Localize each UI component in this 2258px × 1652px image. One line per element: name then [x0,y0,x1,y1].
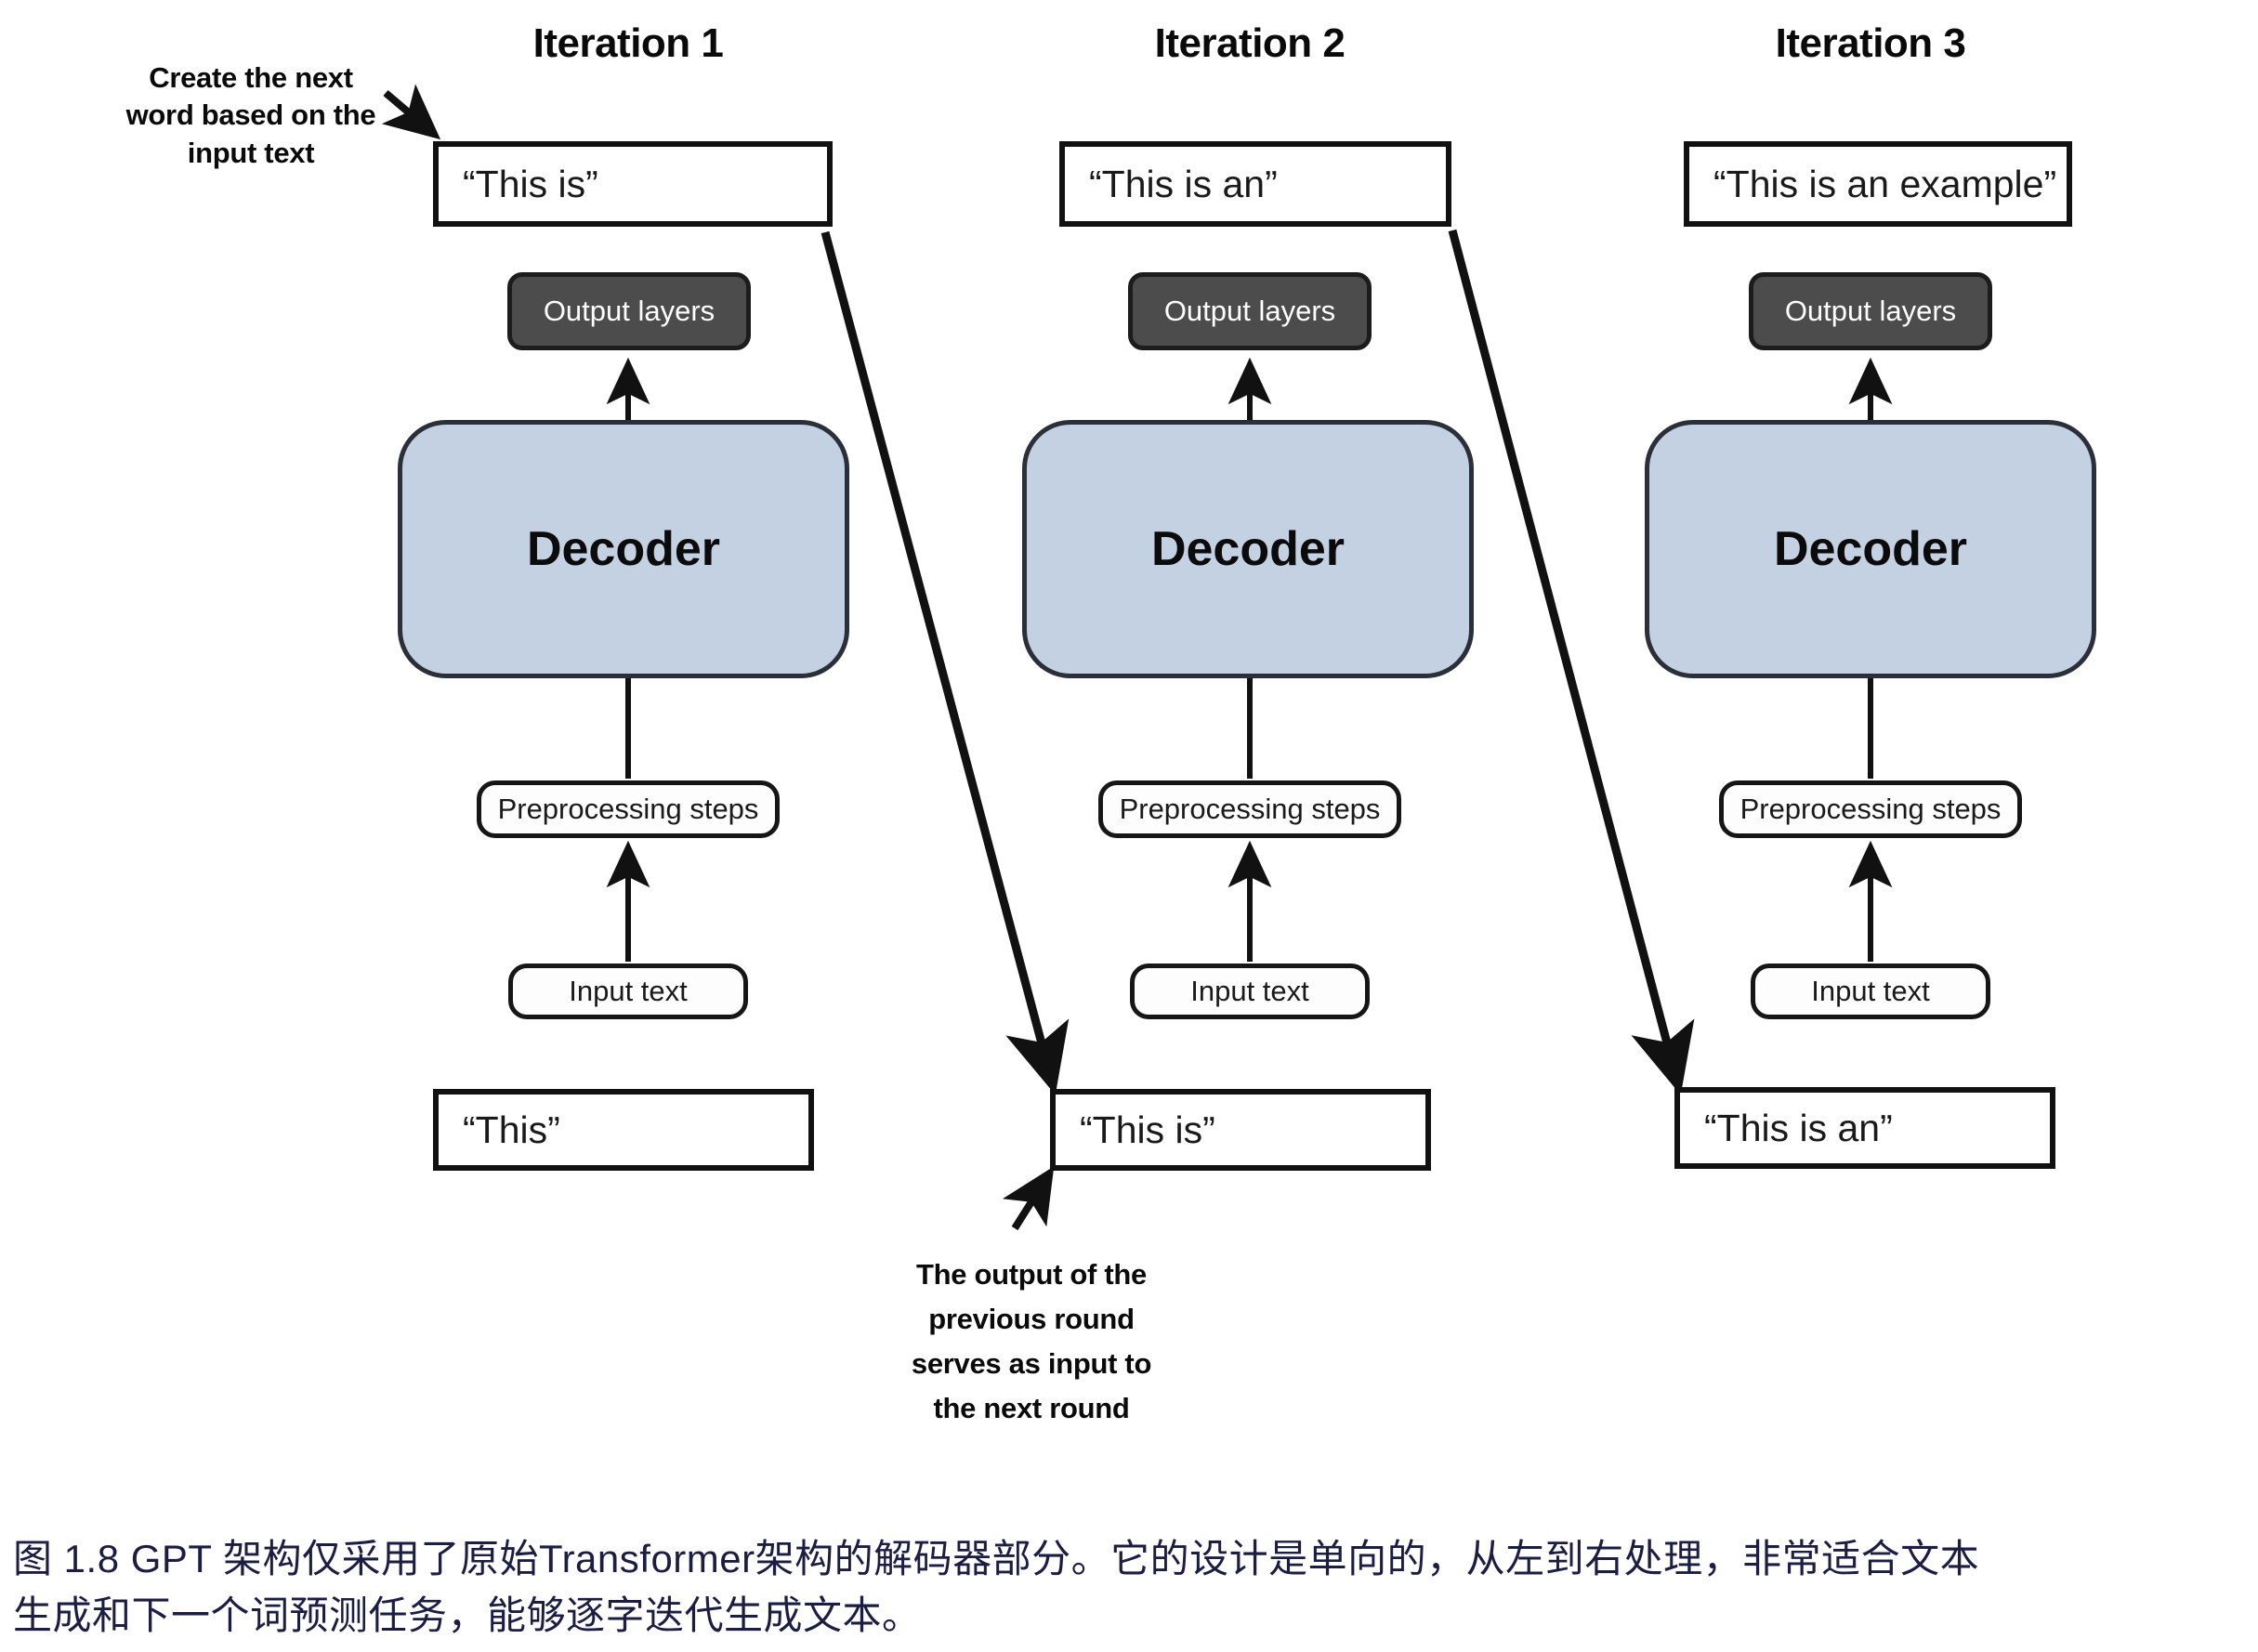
input-sentence-text: “This is an” [1704,1106,1893,1149]
annotation-line: serves as input to [911,1347,1152,1381]
output-sentence-text: “This is” [463,162,598,205]
preprocessing-label: Preprocessing steps [497,793,759,825]
input-sentence-text: “This” [463,1108,560,1151]
output-sentence-text: “This is an example” [1713,162,2057,205]
input-sentence-box-iteration-1: “This” [433,1089,814,1171]
column-title-iteration-2: Iteration 2 [1154,20,1346,66]
decoder-box-iteration-3: Decoder [1645,420,2096,678]
arrow-diagonal-icon-iter1-to-iter2 [820,230,1070,1095]
output-layers-box-iteration-1: Output layers [507,272,751,350]
output-layers-label: Output layers [543,295,715,327]
input-text-label: Input text [1190,975,1309,1007]
output-layers-label: Output layers [1163,295,1336,327]
input-text-label: Input text [569,975,688,1007]
annotation-create-next-word: Create the next word based on the input … [112,59,390,172]
figure-caption: 图 1.8 GPT 架构仅采用了原始Transformer架构的解码器部分。它的… [13,1531,2252,1645]
output-sentence-box-iteration-1: “This is” [433,141,833,227]
column-title-iteration-3: Iteration 3 [1775,20,1966,66]
output-layers-label: Output layers [1784,295,1957,327]
annotation-line: The output of the [915,1258,1147,1291]
arrow-pointer-icon-bottom-note [1002,1166,1055,1231]
output-layers-box-iteration-3: Output layers [1749,272,1992,350]
arrow-diagonal-icon-iter2-to-iter3 [1448,229,1695,1095]
input-text-box-iteration-2: Input text [1130,964,1370,1019]
preprocessing-box-iteration-1: Preprocessing steps [477,780,780,838]
annotation-line: word based on the [125,98,376,132]
input-text-box-iteration-1: Input text [508,964,748,1019]
preprocessing-box-iteration-2: Preprocessing steps [1098,780,1401,838]
input-text-box-iteration-3: Input text [1751,964,1990,1019]
preprocessing-box-iteration-3: Preprocessing steps [1719,780,2022,838]
annotation-line: Create the next [149,61,353,94]
preprocessing-label: Preprocessing steps [1119,793,1381,825]
decoder-label: Decoder [1150,522,1346,576]
decoder-label: Decoder [1773,522,1968,576]
input-sentence-box-iteration-3: “This is an” [1674,1087,2055,1169]
decoder-label: Decoder [526,522,721,576]
decoder-box-iteration-1: Decoder [398,420,849,678]
preprocessing-label: Preprocessing steps [1739,793,2002,825]
input-sentence-box-iteration-2: “This is” [1050,1089,1431,1171]
arrow-pointer-icon-top-note [381,84,441,140]
annotation-output-serves-as-input: The output of the previous round serves … [892,1252,1171,1431]
output-sentence-box-iteration-2: “This is an” [1059,141,1451,227]
decoder-box-iteration-2: Decoder [1022,420,1474,678]
annotation-line: input text [187,136,315,169]
output-sentence-text: “This is an” [1089,162,1278,205]
annotation-line: the next round [933,1392,1130,1425]
figure-caption-line-2: 生成和下一个词预测任务，能够逐字迭代生成文本。 [13,1593,922,1637]
input-sentence-text: “This is” [1080,1108,1215,1151]
output-layers-box-iteration-2: Output layers [1128,272,1372,350]
figure-caption-line-1: 图 1.8 GPT 架构仅采用了原始Transformer架构的解码器部分。它的… [13,1537,1980,1580]
input-text-label: Input text [1811,975,1930,1007]
annotation-line: previous round [928,1303,1135,1336]
output-sentence-box-iteration-3: “This is an example” [1684,141,2072,227]
column-title-iteration-1: Iteration 1 [532,20,724,66]
